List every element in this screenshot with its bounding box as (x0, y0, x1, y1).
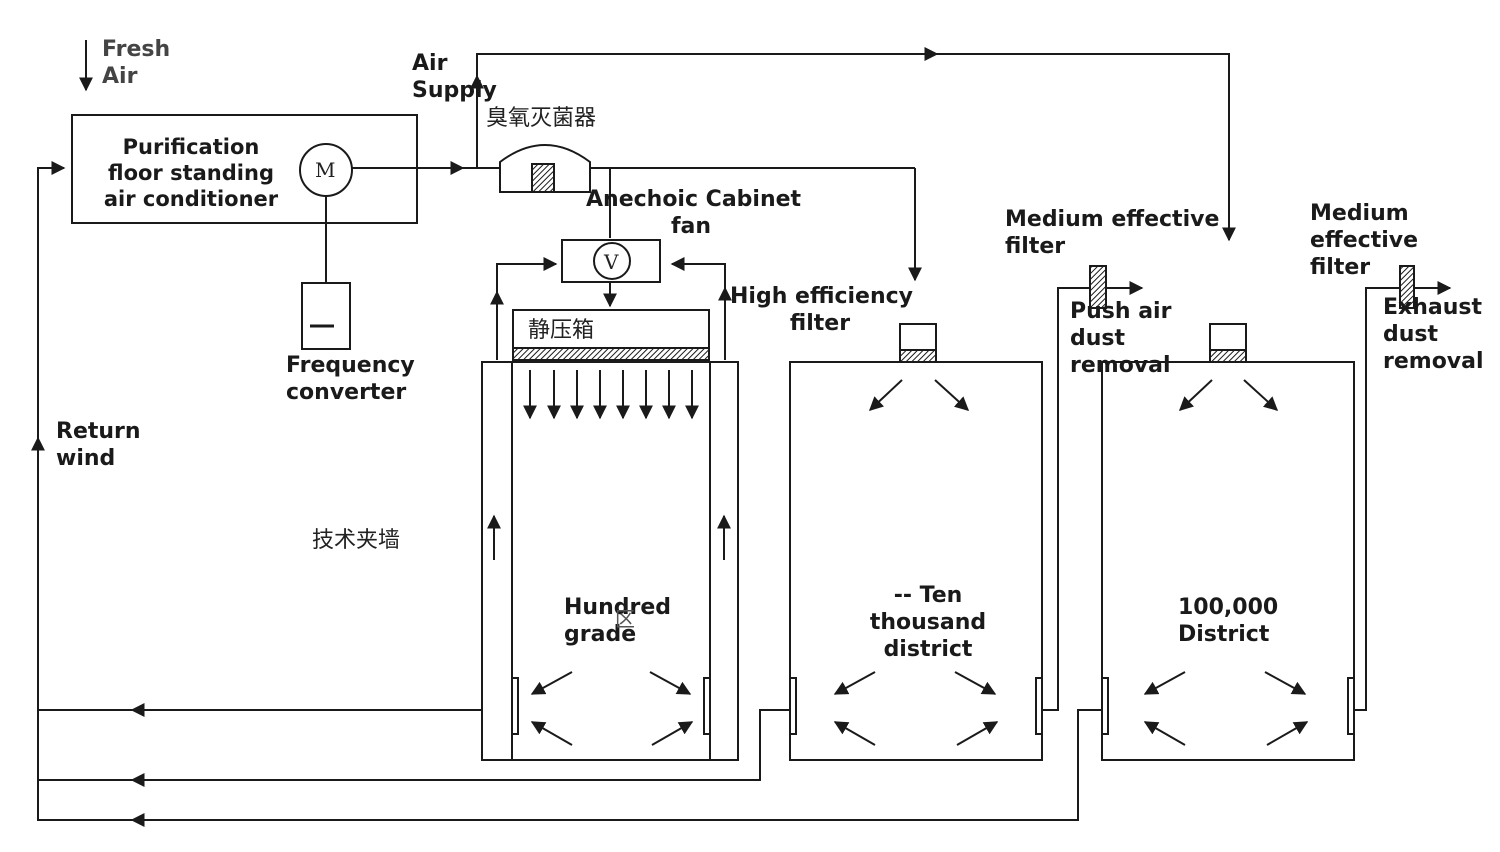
fan-return-left (496, 257, 558, 360)
ten-thousand-hepa-filter (899, 349, 937, 363)
hepa-filter-strip (512, 347, 710, 361)
ten-thousand-flow-arrow-4 (956, 721, 999, 746)
hundred-thousand-flow-arrow-4 (1266, 721, 1309, 746)
ten-thousand-flow-arrow-2 (954, 671, 997, 695)
push-air-label: Push air dust removal (1070, 299, 1172, 378)
ten-thousand-room (789, 361, 1043, 761)
hundred-thousand-label: 100,000 District (1178, 595, 1279, 647)
medium-filter-2-element (1399, 265, 1415, 309)
hundred-grade-cjk-label: 区 (615, 607, 635, 631)
hundred-thousand-diffuser-arrow-right (1243, 379, 1279, 411)
exhaust-label: Exhaust dust removal (1383, 295, 1484, 374)
medium-filter-1-element (1089, 265, 1107, 309)
return-air-line-2 (38, 709, 790, 781)
hundred-grade-room-outer (481, 361, 739, 761)
ten-thousand-return-grille-left (789, 677, 797, 735)
ozone-sterilizer-label: 臭氧灭菌器 (486, 106, 597, 131)
fan-symbol-label: V (604, 250, 619, 274)
technical-wall-label: 技术夹墙 (312, 528, 401, 553)
return-wind-label: Return wind (56, 419, 141, 471)
motor-label: M (315, 158, 336, 182)
anechoic-fan-label: Anechoic Cabinet fan (586, 187, 802, 239)
hundred-flow-arrow-4 (651, 721, 694, 746)
hundred-flow-arrow-2 (649, 671, 692, 695)
fan-icon (593, 242, 631, 280)
ten-thousand-label: -- Ten thousand district (869, 583, 987, 662)
static-pressure-box-label: 静压箱 (528, 318, 595, 343)
ten-thousand-diffuser-arrow-left (868, 379, 903, 411)
ten-thousand-return-grille-right (1035, 677, 1043, 735)
medium-filter-2-label: Medium effective filter (1310, 201, 1419, 280)
ten-thousand-flow-arrow-1 (833, 671, 876, 695)
fan-return-right (670, 257, 726, 360)
ozone-sterilizer-core (531, 163, 555, 193)
hundred-thousand-diffuser-arrow-left (1178, 379, 1213, 411)
hundred-flow-arrow-3 (530, 721, 573, 746)
hundred-thousand-return-grille-left (1101, 677, 1109, 735)
hundred-thousand-hepa-filter (1209, 349, 1247, 363)
return-air-line-3 (37, 161, 1102, 821)
hundred-thousand-flow-arrow-3 (1143, 721, 1186, 746)
frequency-converter-box (301, 282, 351, 350)
hundred-thousand-return-grille-right (1347, 677, 1355, 735)
ahu-label: Purification floor standing air conditio… (103, 135, 279, 211)
hundred-grade-label: Hundred grade (564, 595, 672, 647)
hundred-return-grille-left (511, 677, 519, 735)
frequency-converter-label: Frequency converter (286, 353, 415, 405)
high-efficiency-filter-label: High efficiency filter (730, 284, 914, 336)
hundred-flow-arrow-1 (530, 671, 573, 695)
fresh-air-label: Fresh Air (102, 37, 171, 89)
air-supply-label: Air Supply (412, 51, 497, 103)
hundred-thousand-flow-arrow-2 (1264, 671, 1307, 695)
ten-thousand-diffuser-arrow-right (934, 379, 970, 411)
hundred-thousand-flow-arrow-1 (1143, 671, 1186, 695)
ten-thousand-flow-arrow-3 (833, 721, 876, 746)
hundred-return-grille-right (703, 677, 711, 735)
medium-filter-1-label: Medium effective filter (1005, 207, 1220, 259)
hundred-thousand-room (1101, 361, 1355, 761)
